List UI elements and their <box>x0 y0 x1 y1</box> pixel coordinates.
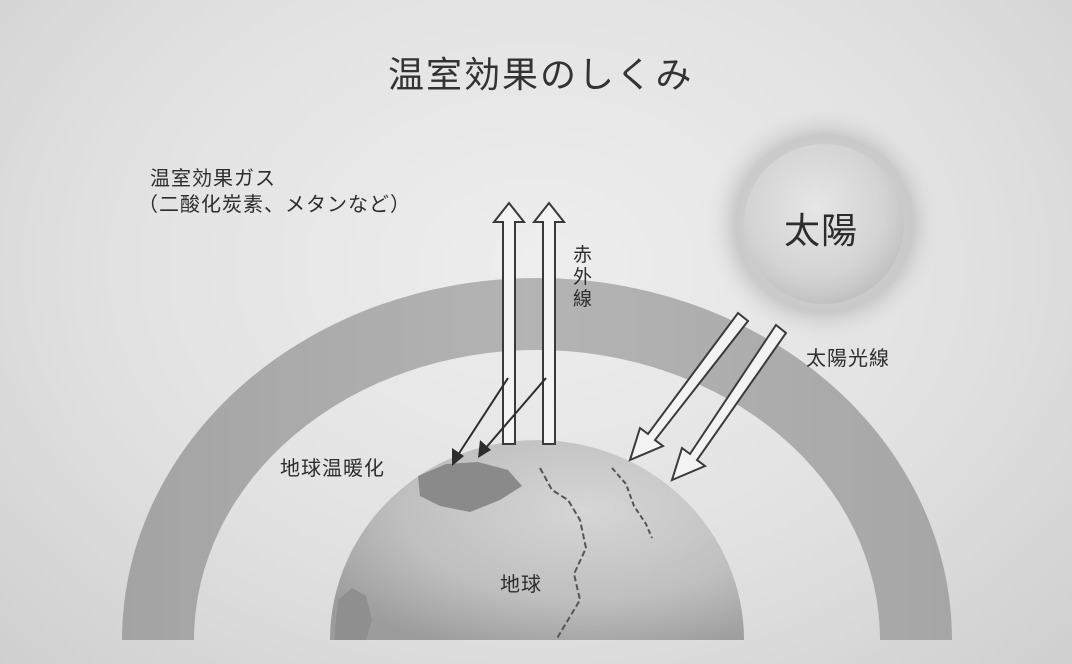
coastline <box>539 467 588 641</box>
reflected-arrow <box>452 377 509 466</box>
sun-label: 太陽 <box>784 211 859 252</box>
global-warming-label: 地球温暖化 <box>280 456 385 480</box>
sunray-arrow-right <box>670 323 788 482</box>
sun-rays-label: 太陽光線 <box>806 346 890 370</box>
infrared-arrow-left <box>491 201 527 445</box>
earth-globe <box>330 440 744 641</box>
sunray-arrow-left <box>628 311 750 462</box>
reflected-arrow <box>478 377 547 458</box>
earth-label: 地球 <box>500 572 542 596</box>
continent-shape <box>334 588 372 640</box>
greenhouse-gas-line1: 温室効果ガス <box>150 166 276 190</box>
infrared-label: 赤外線 <box>572 244 593 310</box>
greenhouse-gas-line2: （二酸化炭素、メタンなど） <box>138 192 411 216</box>
atmosphere-band <box>122 278 952 640</box>
coastline <box>611 467 653 539</box>
diagram-title: 温室効果のしくみ <box>388 55 694 96</box>
infrared-arrow-right <box>531 201 567 445</box>
greenhouse-gas-label: 温室効果ガス （二酸化炭素、メタンなど） <box>138 165 411 217</box>
continent-shape <box>418 462 522 512</box>
sun-disc <box>744 144 904 304</box>
